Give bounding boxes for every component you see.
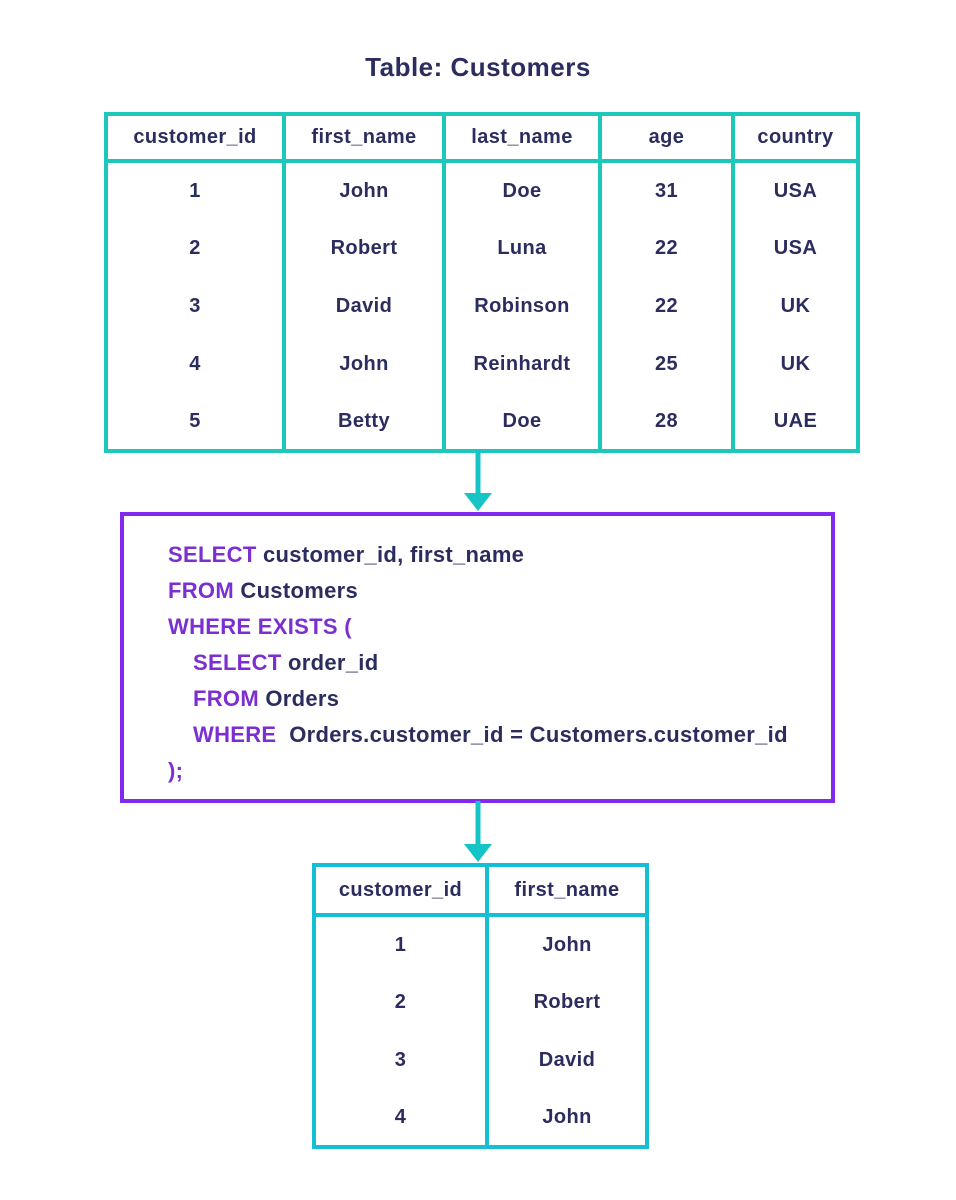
sql-code-line: FROM Orders	[168, 681, 821, 717]
table-cell: Reinhardt	[442, 335, 600, 393]
sql-code-line: SELECT customer_id, first_name	[168, 537, 821, 573]
table-cell: UK	[731, 277, 858, 335]
sql-keyword: );	[168, 758, 184, 783]
table-cell: 2	[394, 990, 407, 1013]
sql-keyword: SELECT	[193, 650, 282, 675]
table-row: 1 John	[314, 915, 647, 973]
header-cell: customer_id	[106, 114, 284, 163]
table-cell: 1	[394, 933, 407, 956]
table-row: 2 Robert	[314, 973, 647, 1031]
sql-code-line: FROM Customers	[168, 573, 821, 609]
table-cell: David	[485, 1031, 647, 1089]
sql-code-line: WHERE EXISTS (	[168, 609, 821, 645]
table-cell: 4	[189, 352, 201, 375]
header-cell: age	[598, 114, 733, 163]
table-cell: UAE	[731, 393, 858, 451]
table-cell: USA	[731, 219, 858, 277]
down-arrow-icon	[464, 801, 492, 862]
table-cell: Doe	[442, 393, 600, 451]
table-cell: Robert	[282, 219, 444, 277]
header-cell: first_name	[485, 865, 647, 917]
header-cell: first_name	[282, 114, 444, 163]
table-cell: 2	[189, 236, 201, 259]
down-arrow-icon	[464, 450, 492, 511]
sql-code-line: SELECT order_id	[168, 645, 821, 681]
table-cell: John	[282, 161, 444, 219]
sql-code-line: WHERE Orders.customer_id = Customers.cus…	[168, 717, 821, 753]
table-cell: 3	[394, 1048, 407, 1071]
sql-text: Orders.customer_id = Customers.customer_…	[276, 722, 788, 747]
table-cell: Luna	[442, 219, 600, 277]
table-cell: UK	[731, 335, 858, 393]
sql-keyword: WHERE EXISTS (	[168, 614, 352, 639]
sql-text: Customers	[233, 578, 359, 603]
table-cell: Robert	[485, 973, 647, 1031]
table-cell: 25	[598, 335, 733, 393]
table-cell: John	[485, 1089, 647, 1147]
page-title: Table: Customers	[365, 52, 591, 82]
table-cell: 4	[394, 1105, 407, 1128]
sql-text: customer_id, first_name	[256, 542, 525, 567]
table-cell: Betty	[282, 393, 444, 451]
table-cell: David	[282, 277, 444, 335]
sql-keyword: FROM	[168, 578, 234, 603]
sql-keyword: FROM	[193, 686, 259, 711]
table-cell: 28	[598, 393, 733, 451]
header-cell: last_name	[442, 114, 600, 163]
table-row: 4 John	[314, 1089, 647, 1147]
table-cell: John	[485, 915, 647, 973]
sql-text: Orders	[258, 686, 340, 711]
table-cell: 22	[598, 277, 733, 335]
table-cell: Doe	[442, 161, 600, 219]
table-cell: 1	[189, 179, 201, 202]
sql-keyword: SELECT	[168, 542, 257, 567]
header-cell: country	[731, 114, 858, 163]
table-cell: 5	[189, 409, 201, 432]
table-cell: 31	[598, 161, 733, 219]
table-cell: 3	[189, 294, 201, 317]
table-cell: 22	[598, 219, 733, 277]
table-cell: USA	[731, 161, 858, 219]
table-row: 3 David	[314, 1031, 647, 1089]
sql-text: order_id	[281, 650, 379, 675]
sql-keyword: WHERE	[193, 722, 277, 747]
table-cell: John	[282, 335, 444, 393]
table-cell: Robinson	[442, 277, 600, 335]
sql-code-line: );	[168, 753, 821, 789]
header-cell: customer_id	[314, 865, 487, 917]
